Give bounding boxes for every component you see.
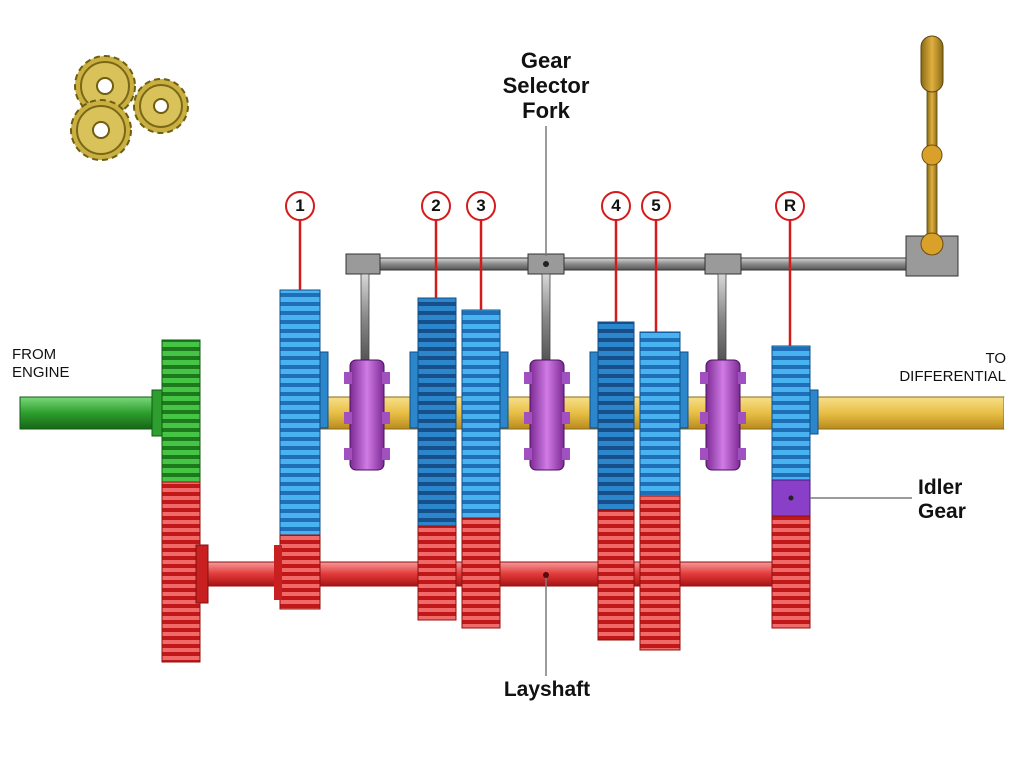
selector-rod bbox=[345, 253, 915, 361]
gear-lever-icon bbox=[905, 35, 959, 277]
gear-number-2: 2 bbox=[421, 191, 451, 221]
gear-reverse bbox=[771, 345, 819, 629]
gears-logo-icon bbox=[70, 55, 189, 161]
layshaft-label: Layshaft bbox=[503, 678, 591, 701]
gear-number-1: 1 bbox=[285, 191, 315, 221]
input-gear bbox=[161, 339, 209, 663]
gear-number-3: 3 bbox=[466, 191, 496, 221]
synchro-hub-5-r bbox=[700, 359, 746, 471]
callout-lines bbox=[298, 220, 792, 346]
gear-1 bbox=[274, 289, 329, 610]
input-shaft bbox=[19, 396, 163, 430]
gear-3 bbox=[461, 309, 509, 629]
gear-5 bbox=[639, 331, 689, 651]
gear-number-4: 4 bbox=[601, 191, 631, 221]
gear-number-5: 5 bbox=[641, 191, 671, 221]
to-differential-label: TO DIFFERENTIAL bbox=[899, 350, 1006, 385]
gear-2 bbox=[409, 297, 457, 621]
synchro-hub-1-2 bbox=[344, 359, 390, 471]
synchro-hub-3-4 bbox=[524, 359, 570, 471]
pointer-lines bbox=[545, 126, 912, 676]
gear-4 bbox=[589, 321, 635, 641]
gear-number-r: R bbox=[775, 191, 805, 221]
from-engine-label: FROM ENGINE bbox=[12, 346, 70, 381]
gear-selector-fork-label: Gear Selector Fork bbox=[502, 48, 590, 123]
idler-gear-label: Idler Gear bbox=[918, 476, 966, 523]
